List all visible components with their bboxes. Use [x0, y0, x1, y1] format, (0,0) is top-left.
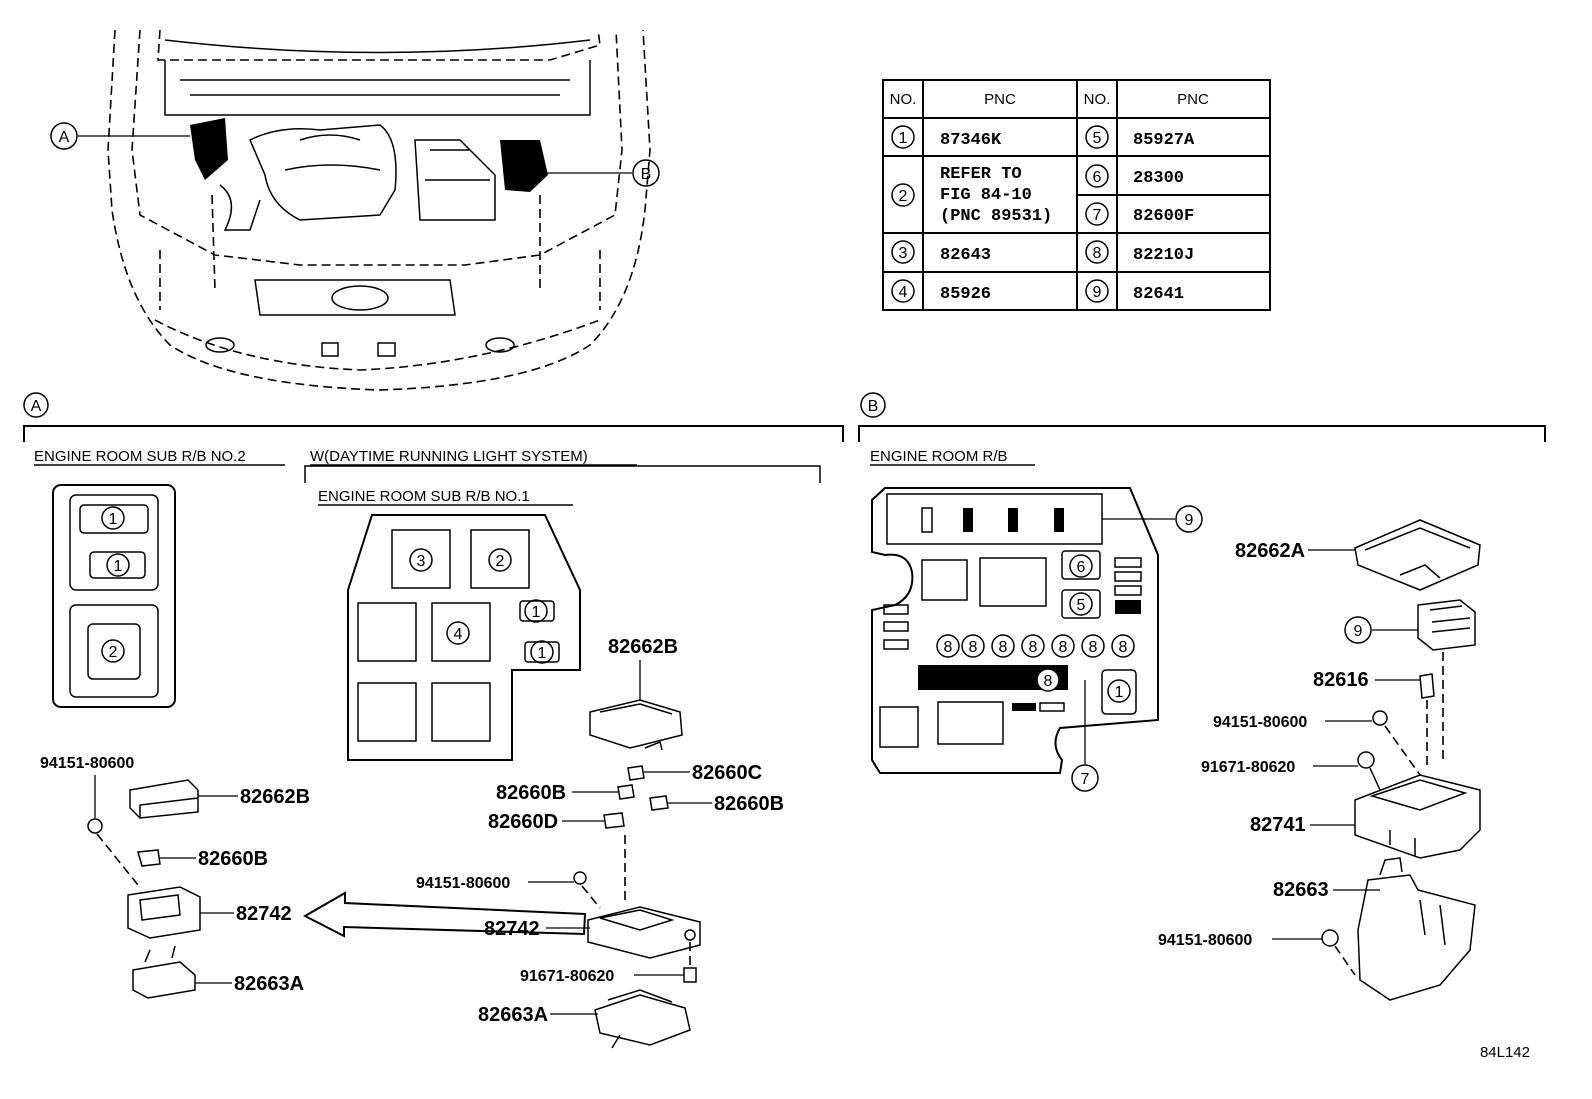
table-row-pnc: 82210J	[1133, 246, 1194, 265]
direction-arrow	[302, 891, 587, 938]
slot-label: 5	[1077, 597, 1086, 614]
table-row-pnc-line: FIG 84-10	[940, 186, 1032, 205]
slot-label: 8	[1044, 673, 1053, 690]
callout-b-circle	[632, 159, 660, 187]
slot-label: 8	[944, 639, 953, 656]
table-row-pnc: 82600F	[1133, 207, 1194, 226]
table-header-no-2: NO.	[1084, 91, 1111, 108]
callout-a-circle	[50, 122, 78, 150]
table-row-no: 2	[899, 188, 908, 205]
slot-label: 8	[1029, 639, 1038, 656]
part-label: 91671-80620	[1201, 759, 1295, 776]
callout-a-label: A	[59, 129, 70, 146]
left-parts-illustration	[87, 779, 201, 999]
table-row-pnc: 28300	[1133, 169, 1184, 188]
slot-label: 8	[1089, 639, 1098, 656]
part-label: 82663A	[478, 1004, 548, 1026]
table-row-no: 4	[899, 284, 908, 301]
table-header-no: NO.	[890, 91, 917, 108]
part-label: 82660D	[488, 811, 558, 833]
part-label: 94151-80600	[1213, 714, 1307, 731]
slot-label: 1	[532, 604, 541, 621]
section-b-bracket	[858, 425, 1546, 442]
part-label: 82742	[236, 903, 292, 925]
table-row-pnc: 82641	[1133, 285, 1184, 304]
slot-label: 6	[1077, 559, 1086, 576]
figure-code: 84L142	[1480, 1044, 1530, 1061]
part-label: 82742	[484, 918, 540, 940]
part-label: 82662B	[240, 786, 310, 808]
section-b-label: B	[868, 398, 879, 415]
table-row-pnc-line: REFER TO	[940, 165, 1022, 184]
sub-rb2-title: ENGINE ROOM SUB R/B NO.2	[34, 448, 246, 465]
table-row-no: 9	[1093, 284, 1102, 301]
callout-b-label: B	[641, 166, 652, 183]
slot-label: 8	[969, 639, 978, 656]
right-parts-illustration	[573, 699, 701, 1049]
table-row-no: 1	[899, 130, 908, 147]
table-header-pnc: PNC	[984, 91, 1016, 108]
table-row-no: 6	[1093, 169, 1102, 186]
part-label: 82660C	[692, 762, 762, 784]
drl-title: W(DAYTIME RUNNING LIGHT SYSTEM)	[310, 448, 588, 465]
vehicle-front-view	[107, 29, 651, 391]
slot-label: 2	[109, 644, 118, 661]
part-label: 94151-80600	[416, 875, 510, 892]
table-header-pnc-2: PNC	[1177, 91, 1209, 108]
part-label: 82663	[1273, 879, 1329, 901]
fuse-box-a-location	[190, 118, 228, 180]
fuse-box-b-location	[500, 140, 548, 192]
table-row-no: 8	[1093, 245, 1102, 262]
slot-label: 8	[1059, 639, 1068, 656]
fuse-8-row	[936, 634, 1135, 692]
part-label: 94151-80600	[1158, 932, 1252, 949]
sub-rb1-box	[347, 514, 581, 761]
section-a-circle	[23, 392, 49, 418]
engine-room-rb-box	[871, 487, 1159, 774]
part-label: 82663A	[234, 973, 304, 995]
part-label: 82662A	[1235, 540, 1305, 562]
part-label: 82660B	[496, 782, 566, 804]
slot-label: 1	[114, 558, 123, 575]
part-label: 82660B	[198, 848, 268, 870]
table-row-pnc: 82643	[940, 246, 991, 265]
callout-label: 7	[1081, 771, 1090, 788]
table-row-no: 7	[1093, 207, 1102, 224]
table-row-no: 3	[899, 245, 908, 262]
pnc-table	[882, 79, 1271, 311]
slot-label: 1	[109, 511, 118, 528]
part-label: 82741	[1250, 814, 1306, 836]
engine-room-rb-title: ENGINE ROOM R/B	[870, 448, 1008, 465]
slot-label: 8	[999, 639, 1008, 656]
sub-rb1-title: ENGINE ROOM SUB R/B NO.1	[318, 488, 530, 505]
section-b-circle	[860, 392, 886, 418]
table-row-pnc: 85927A	[1133, 131, 1195, 150]
slot-label: 4	[454, 626, 463, 643]
sub-rb2-box	[52, 484, 176, 708]
section-a-bracket	[23, 425, 844, 442]
part-label: 82662B	[608, 636, 678, 658]
part-label: 82616	[1313, 669, 1369, 691]
section-b-parts-illustration	[1321, 519, 1481, 1001]
slot-label: 2	[496, 553, 505, 570]
table-row-pnc-line: (PNC 89531)	[940, 207, 1052, 226]
slot-label: 1	[1115, 684, 1124, 701]
section-a-label: A	[31, 398, 42, 415]
slot-label: 1	[538, 645, 547, 662]
part-label: 91671-80620	[520, 968, 614, 985]
slot-label: 8	[1119, 639, 1128, 656]
callout-label: 9	[1354, 623, 1363, 640]
callout-label: 9	[1185, 512, 1194, 529]
table-row-pnc: 85926	[940, 285, 991, 304]
slot-label: 3	[417, 553, 426, 570]
part-label: 94151-80600	[40, 755, 134, 772]
table-row-no: 5	[1093, 130, 1102, 147]
table-row-pnc: 87346K	[940, 131, 1002, 150]
part-label: 82660B	[714, 793, 784, 815]
